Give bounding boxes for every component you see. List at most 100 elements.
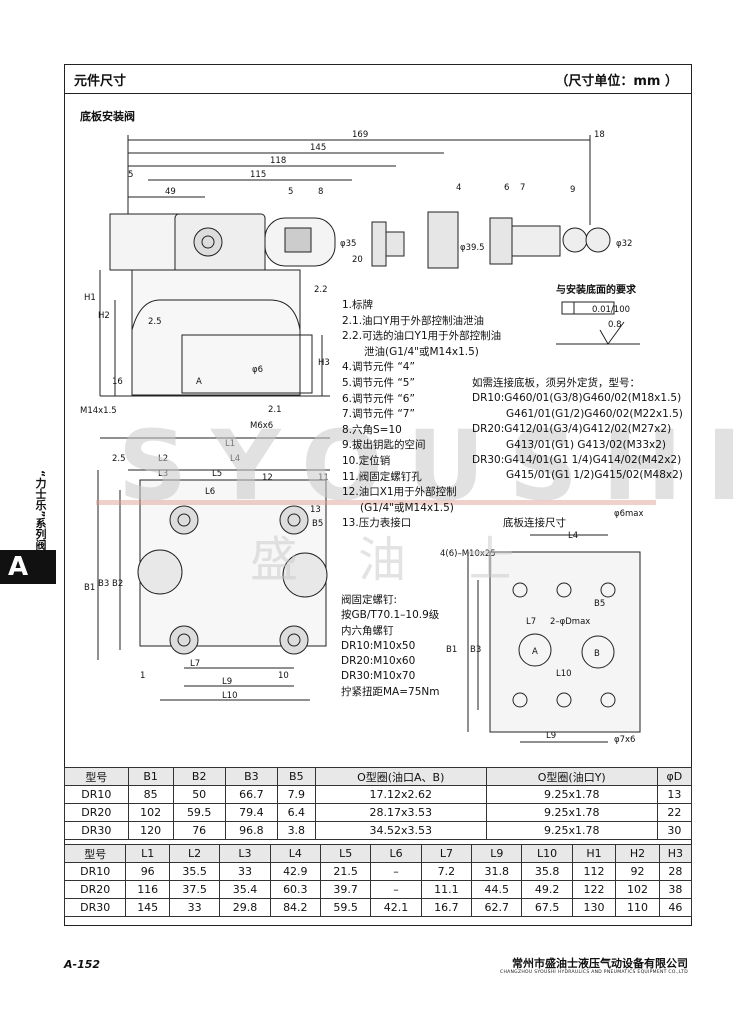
table-cell: 9.25x1.78 xyxy=(485,785,658,804)
table-header: B3 xyxy=(224,767,278,786)
table-header: B5 xyxy=(276,767,316,786)
base-port-b: B xyxy=(594,649,600,659)
front-b3: B3 xyxy=(98,579,109,589)
table-header: 型号 xyxy=(64,767,129,786)
table-header: 型号 xyxy=(63,844,127,863)
table-cell: 17.12x2.62 xyxy=(314,785,487,804)
legend-item: 5.调节元件 “5” xyxy=(342,376,415,389)
table-cell: 85 xyxy=(127,785,174,804)
dim-4: 4 xyxy=(456,183,461,193)
section-tab-bar xyxy=(0,550,56,584)
dim-5b: 5 xyxy=(288,187,293,197)
table-header: L9 xyxy=(471,844,523,863)
dim-h3: H3 xyxy=(318,358,330,368)
screw-line: 按GB/T70.1–10.9级 xyxy=(341,609,440,622)
table-cell: 66.7 xyxy=(224,785,278,804)
table-cell: DR10 xyxy=(63,862,127,881)
dim-phi32: φ32 xyxy=(616,239,632,249)
table-cell: DR20 xyxy=(64,803,129,822)
table-header: O型圈(油口Y) xyxy=(485,767,658,786)
section-header: 元件尺寸 （尺寸单位：mm ） xyxy=(64,64,692,94)
base-l7: L7 xyxy=(526,617,536,627)
front-l6: L6 xyxy=(205,487,215,497)
front-2-5: 2.5 xyxy=(112,454,126,464)
screw-line: DR20:M10x60 xyxy=(341,655,416,668)
table-header: H3 xyxy=(658,844,693,863)
table-cell: 92 xyxy=(615,862,660,881)
table-header: L5 xyxy=(319,844,372,863)
table-header: B2 xyxy=(172,767,226,786)
dimension-table-2: 型号 L1 L2 L3 L4 L5 L6 L7 L9 L10 H1 H2 H3 … xyxy=(63,844,693,917)
table-cell: 6.4 xyxy=(276,803,316,822)
table-row: DR20 116 37.5 35.4 60.3 39.7 – 11.1 44.5… xyxy=(63,880,693,899)
table-cell: 37.5 xyxy=(168,880,221,899)
front-b5: B5 xyxy=(312,519,323,529)
base-b3: B3 xyxy=(470,645,481,655)
legend-item: 8.六角S=10 xyxy=(342,423,402,436)
connection-row: G461/01(G1/2)G460/02(M22x1.5) xyxy=(506,407,683,420)
dim-2-5: 2.5 xyxy=(148,317,162,327)
front-l10: L10 xyxy=(222,691,238,701)
table-cell: 39.7 xyxy=(319,880,372,899)
dim-m14: M14x1.5 xyxy=(80,406,117,416)
dim-115: 115 xyxy=(250,170,266,180)
legend-item: 7.调节元件 “7” xyxy=(342,408,415,421)
front-l2: L2 xyxy=(158,454,168,464)
table-cell: 42.1 xyxy=(370,898,422,917)
legend-item: 11.阀固定螺钉孔 xyxy=(342,470,422,483)
watermark-brand: SYOUSHI xyxy=(118,410,750,522)
part-legend: 1.标牌 2.1.油口Y用于外部控制油泄油 2.2.可选的油口Y1用于外部控制油… xyxy=(342,298,501,532)
front-l7: L7 xyxy=(190,659,200,669)
table-header: L1 xyxy=(125,844,170,863)
table-cell: 145 xyxy=(125,898,170,917)
table-cell: 30 xyxy=(656,821,693,840)
front-10: 10 xyxy=(278,671,289,681)
screw-line: DR30:M10x70 xyxy=(341,670,416,683)
table-cell: 11.1 xyxy=(420,880,473,899)
section-title: 元件尺寸 xyxy=(74,74,127,89)
table-cell: DR20 xyxy=(63,880,127,899)
connection-info: 如需连接底板，须另外定货，型号： DR10:G460/01(G3/8)G460/… xyxy=(472,376,683,484)
table-cell: DR10 xyxy=(64,785,129,804)
page-number: A-152 xyxy=(64,958,101,971)
dim-phi35: φ35 xyxy=(340,239,356,249)
front-l9: L9 xyxy=(222,677,232,687)
table-cell: 50 xyxy=(172,785,226,804)
base-l10: L10 xyxy=(556,669,572,679)
table-cell: 112 xyxy=(571,862,617,881)
section-letter: A xyxy=(8,552,29,582)
table-row: DR30 120 76 96.8 3.8 34.52x3.53 9.25x1.7… xyxy=(64,821,693,840)
table-header: L7 xyxy=(420,844,473,863)
table-cell: DR30 xyxy=(63,898,127,917)
dim-169: 169 xyxy=(352,130,368,140)
table-cell: 28.17x3.53 xyxy=(314,803,487,822)
base-screws: 4(6)–M10x25 xyxy=(440,549,496,559)
base-l4: L4 xyxy=(568,531,578,541)
table-header: H1 xyxy=(571,844,617,863)
table-header: L4 xyxy=(269,844,322,863)
table-cell: 38 xyxy=(658,880,693,899)
table-cell: – xyxy=(370,862,422,881)
table-cell: 79.4 xyxy=(224,803,278,822)
roughness-value: 0.8 xyxy=(608,320,622,330)
dim-phi39: φ39.5 xyxy=(460,243,485,253)
table-header: L10 xyxy=(521,844,573,863)
dim-18: 18 xyxy=(594,130,605,140)
table-cell: 59.5 xyxy=(319,898,372,917)
unit-label: （尺寸单位：mm ） xyxy=(555,74,678,89)
table-cell: 60.3 xyxy=(269,880,322,899)
screw-line: 拧紧扭距MA=75Nm xyxy=(341,685,440,698)
dim-5a: 5 xyxy=(128,170,133,180)
table-cell: 7.9 xyxy=(276,785,316,804)
base-phi6max: φ6max xyxy=(614,509,644,519)
table-cell: 42.9 xyxy=(269,862,322,881)
front-l1: L1 xyxy=(225,439,235,449)
table-cell: 96 xyxy=(125,862,170,881)
dim-2-1: 2.1 xyxy=(268,405,282,415)
dim-h1: H1 xyxy=(84,293,96,303)
dim-49: 49 xyxy=(165,187,176,197)
dim-6: 6 xyxy=(504,183,509,193)
table-header: L6 xyxy=(370,844,422,863)
base-dims-title: 底板连接尺寸 xyxy=(503,517,566,529)
